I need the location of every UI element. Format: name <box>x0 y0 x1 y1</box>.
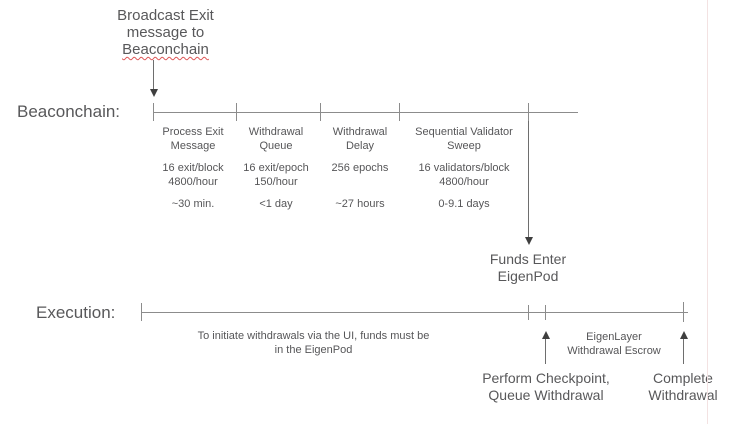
execution-tick-start <box>141 303 142 321</box>
complete-withdrawal-note: Complete Withdrawal <box>648 370 718 403</box>
segment-duration: <1 day <box>259 198 293 210</box>
execution-label: Execution: <box>36 303 116 322</box>
segment-title: Withdrawal Delay <box>332 126 388 152</box>
broadcast-exit-line2: message to <box>126 24 205 41</box>
funds-arrow-shaft <box>528 121 529 237</box>
execution-note: To initiate withdrawals via the UI, fund… <box>197 330 430 356</box>
beaconchain-label: Beaconchain: <box>17 102 121 121</box>
execution-tick-checkpoint-left <box>528 305 529 320</box>
segment-duration: ~27 hours <box>335 198 385 210</box>
segment-rate: 256 epochs <box>331 162 389 174</box>
beaconchain-tick-start <box>153 103 154 121</box>
beaconchain-tick-5 <box>528 103 529 121</box>
execution-tick-end <box>683 302 684 322</box>
segment-rate: 16 exit/epoch 150/hour <box>243 162 309 188</box>
segment-title: Withdrawal Queue <box>248 126 304 152</box>
execution-tick-checkpoint-right <box>545 305 546 320</box>
page-edge-line <box>707 0 708 424</box>
segment-duration: ~30 min. <box>171 198 215 210</box>
funds-down-arrow-icon <box>525 237 533 245</box>
segment-withdrawal-queue: Withdrawal Queue 16 exit/epoch 150/hour … <box>229 121 323 211</box>
execution-timeline <box>141 312 688 313</box>
beaconchain-tick-3 <box>320 103 321 121</box>
escrow-note: EigenLayer Withdrawal Escrow <box>567 331 661 357</box>
funds-enter-note: Funds Enter EigenPod <box>489 251 567 284</box>
checkpoint-up-arrow-shaft <box>545 339 546 364</box>
down-arrow-shaft <box>153 60 154 89</box>
broadcast-exit-line3: Beaconchain <box>122 41 209 58</box>
broadcast-exit-note: Broadcast Exit message to Beaconchain <box>103 7 228 58</box>
segment-validator-sweep: Sequential Validator Sweep 16 validators… <box>394 121 534 211</box>
segment-withdrawal-delay: Withdrawal Delay 256 epochs ~27 hours <box>316 121 404 211</box>
complete-up-arrow-shaft <box>683 339 684 364</box>
segment-rate: 16 validators/block 4800/hour <box>418 162 510 188</box>
broadcast-exit-line1: Broadcast Exit <box>117 7 214 24</box>
perform-checkpoint-note: Perform Checkpoint, Queue Withdrawal <box>482 370 610 403</box>
complete-up-arrow-icon <box>680 331 688 339</box>
down-arrow-icon <box>150 89 158 97</box>
segment-duration: 0-9.1 days <box>438 198 490 210</box>
segment-process-exit: Process Exit Message 16 exit/block 4800/… <box>146 121 240 211</box>
segment-title: Process Exit Message <box>162 126 224 152</box>
checkpoint-up-arrow-icon <box>542 331 550 339</box>
beaconchain-tick-4 <box>399 103 400 121</box>
beaconchain-tick-2 <box>236 103 237 121</box>
beaconchain-timeline <box>153 112 578 113</box>
segment-rate: 16 exit/block 4800/hour <box>162 162 224 188</box>
segment-title: Sequential Validator Sweep <box>415 126 513 152</box>
